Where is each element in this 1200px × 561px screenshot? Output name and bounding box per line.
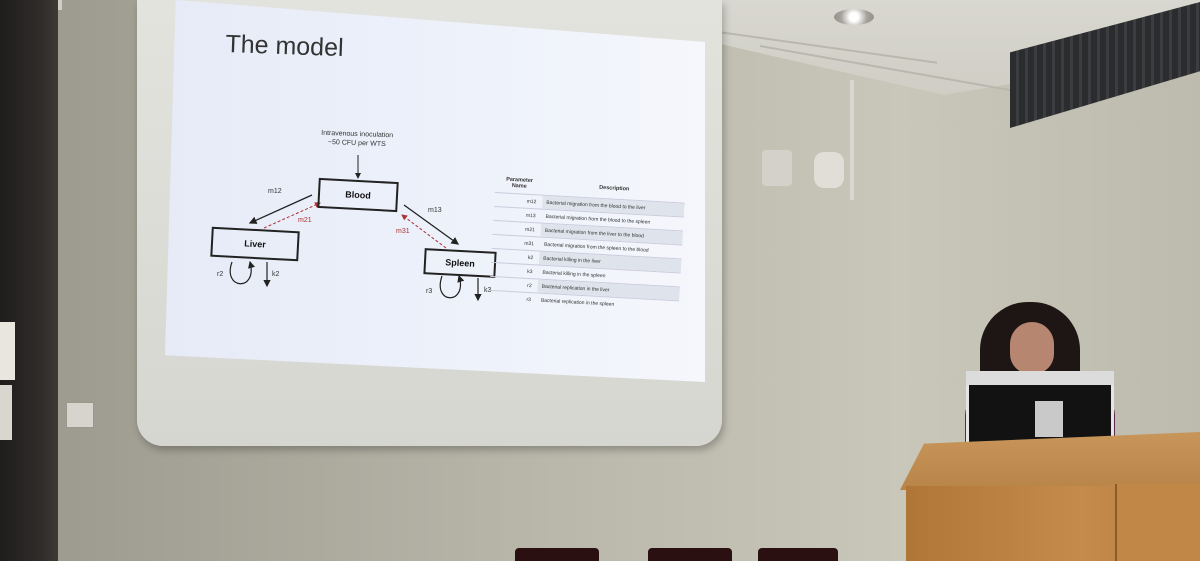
arrow-m21 [263,202,321,229]
inoculation-label: Intravenous inoculation ~50 CFU per WTS [312,128,403,149]
presenter-face [1010,322,1054,374]
label-k2: k2 [272,271,280,278]
door-sign [0,385,12,440]
door-sign [0,322,15,380]
header-param-line2: Name [511,182,527,190]
audience-chair [758,548,838,561]
loop-r2 [229,260,256,285]
parameter-name: m12 [526,198,537,205]
audience-chair [648,548,732,561]
lectern-panel [1115,484,1200,561]
wall-sensor [762,150,792,186]
header-parameter-name: Parameter Name [495,176,544,191]
audience-chair [515,548,599,561]
parameter-name: m13 [525,212,536,219]
header-description: Description [598,184,630,193]
loop-r3 [439,274,465,299]
parameter-name: k3 [527,268,533,275]
label-r3: r3 [426,288,433,295]
node-spleen: Spleen [423,248,497,278]
label-m21: m21 [298,217,312,224]
label-r2: r2 [217,271,224,278]
door [0,0,58,561]
arrow-m12 [248,194,313,224]
parameter-name: m31 [524,240,535,247]
node-liver: Liver [210,226,300,262]
parameter-name: r3 [526,296,532,303]
wall-socket [66,402,94,428]
parameter-name: m21 [524,226,536,233]
parameter-name: k2 [527,254,534,261]
wall-cable [850,80,854,200]
monitor-bezel [966,371,1114,385]
arrow-m31 [401,214,447,249]
node-blood: Blood [317,177,399,213]
parameter-name: r2 [527,282,532,289]
monitor-stand [1035,401,1063,437]
label-m12: m12 [268,188,282,195]
ceiling-light [834,9,874,25]
wall-speaker [814,152,844,188]
label-m31: m31 [396,228,410,235]
label-m13: m13 [428,207,442,214]
label-k3: k3 [484,287,492,294]
projected-slide [165,0,705,382]
arrow-m13 [403,204,460,245]
